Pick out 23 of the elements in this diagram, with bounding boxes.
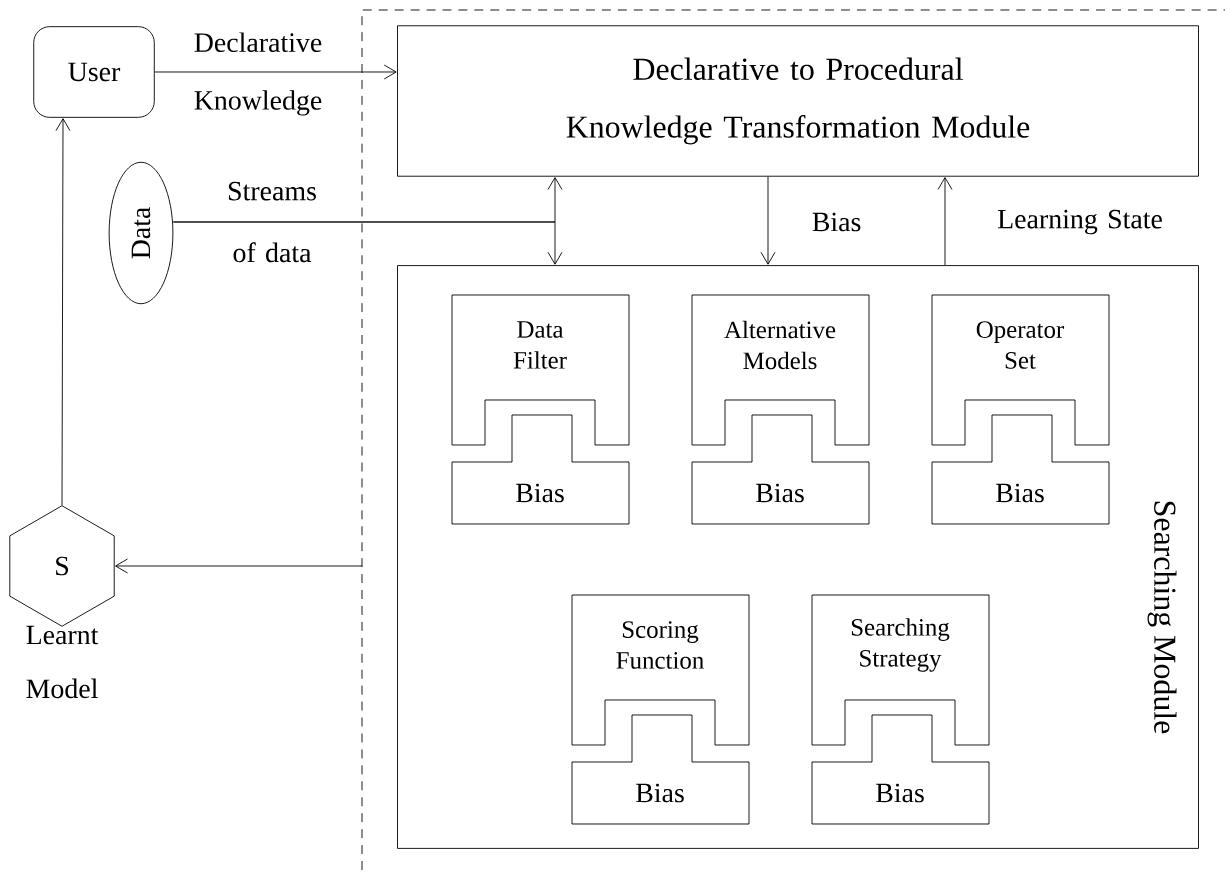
arrow — [760, 176, 776, 265]
edge-label: Declarative Knowledge — [194, 32, 322, 116]
arrow — [154, 64, 397, 80]
component-block: Operator Set — [931, 294, 1110, 446]
component-block: Searching Strategy — [811, 594, 990, 746]
component-block: Data Filter — [451, 294, 630, 446]
edge-label: Streams of data — [228, 181, 316, 263]
arrow — [937, 177, 953, 266]
arrow — [55, 118, 71, 506]
component-block: Scoring Function — [571, 594, 750, 746]
bias-block: Bias — [931, 414, 1110, 525]
bias-block: Bias — [811, 714, 990, 825]
bias-block: Bias — [691, 414, 870, 525]
node-label: Learnt Model — [26, 625, 99, 699]
edge-label: Bias — [812, 212, 861, 232]
arrow — [172, 221, 563, 265]
bias-block: Bias — [451, 414, 630, 525]
arrow — [115, 558, 363, 574]
user-box: User — [33, 26, 155, 118]
component-block: Alternative Models — [691, 294, 870, 446]
bias-block: Bias — [571, 714, 750, 825]
module-box: Declarative to Procedural Knowledge Transformation Module — [397, 25, 1199, 177]
edge-label: Learning State — [997, 209, 1162, 235]
